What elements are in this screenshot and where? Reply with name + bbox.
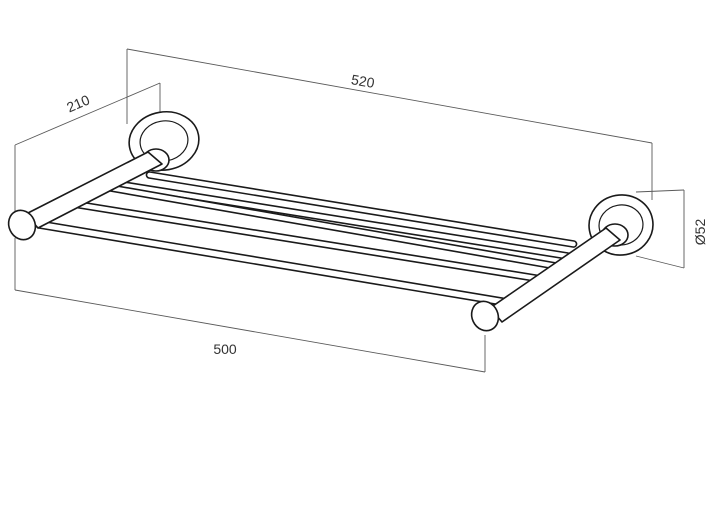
rail-3 — [95, 182, 566, 271]
right-arm-bar — [489, 227, 621, 323]
right-flange-inner — [598, 204, 644, 246]
dimension-label-flange-diameter: Ø52 — [692, 219, 708, 246]
left-arm-bar — [25, 151, 163, 229]
dimension-label-depth: 210 — [64, 91, 92, 115]
dimension-lines — [14, 48, 685, 373]
right-support-arm — [470, 227, 621, 332]
right-end-cap — [470, 300, 500, 332]
dimension-label-rail-length: 500 — [213, 341, 237, 357]
dimension-label-overall-width: 520 — [350, 71, 376, 91]
left-support-arm — [7, 151, 163, 241]
towel-rails — [35, 171, 578, 308]
rail-1 — [145, 171, 578, 248]
left-end-cap — [7, 209, 37, 241]
